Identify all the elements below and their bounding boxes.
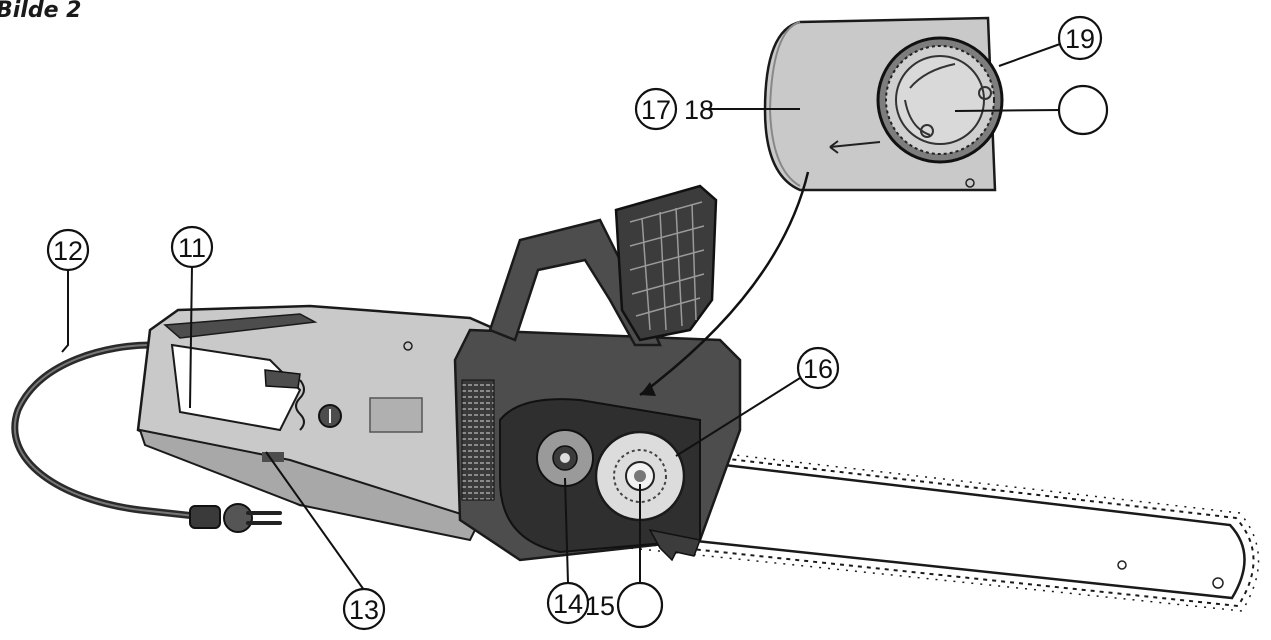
chain-tension-wheel <box>594 430 686 522</box>
svg-text:18: 18 <box>684 95 714 125</box>
callout-14: 14 <box>546 581 590 625</box>
front-handle <box>488 218 662 347</box>
motor-housing <box>453 328 742 562</box>
svg-text:13: 13 <box>349 595 379 625</box>
callout-16: 16 <box>796 346 840 390</box>
power-cord <box>11 341 199 520</box>
svg-text:11: 11 <box>178 233 206 263</box>
leader-lines <box>61 43 1063 591</box>
callout-17: 17 <box>634 87 678 131</box>
side-cover <box>763 16 1004 192</box>
svg-text:19: 19 <box>1065 24 1095 54</box>
sprocket <box>536 429 594 487</box>
assembly-arrow <box>639 171 810 396</box>
callout-18: 18 <box>684 95 714 125</box>
hand-guard <box>614 184 718 342</box>
callout-19: 19 <box>1057 15 1103 61</box>
callout-20 <box>1057 84 1109 136</box>
guide-bar <box>629 442 1260 612</box>
callout-11: 11 <box>170 225 214 269</box>
callout-12: 12 <box>46 228 90 272</box>
callout-13: 13 <box>342 587 386 631</box>
svg-text:17: 17 <box>641 95 671 125</box>
svg-text:15: 15 <box>585 591 615 621</box>
chainsaw-body <box>136 304 522 542</box>
callouts: 12 11 13 14 15 16 17 18 <box>46 15 1109 631</box>
svg-text:12: 12 <box>53 236 83 266</box>
plug-icon <box>189 503 282 533</box>
figure-title: Bilde 2 <box>0 0 82 23</box>
callout-15: 15 <box>585 581 664 629</box>
svg-text:16: 16 <box>803 354 833 384</box>
svg-text:14: 14 <box>553 589 583 619</box>
